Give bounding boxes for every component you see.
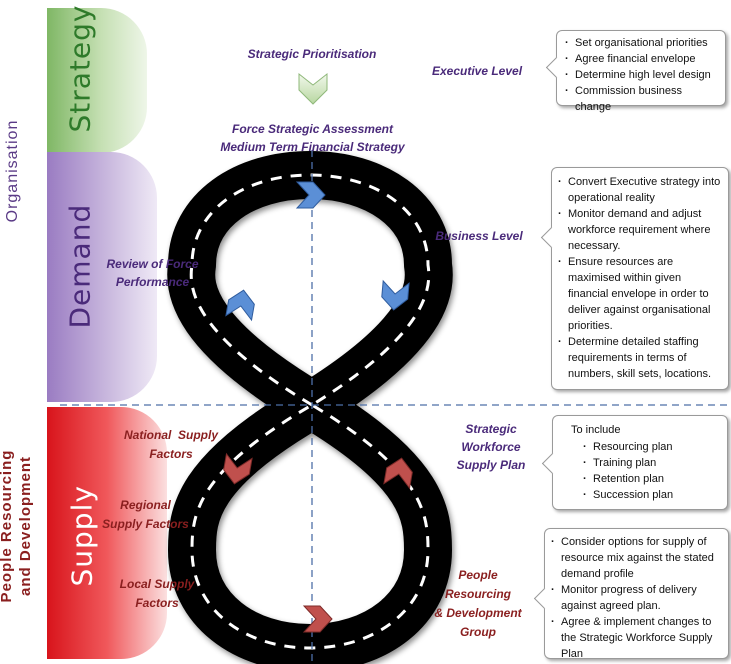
- business-item: Monitor demand and adjust workforce requ…: [554, 206, 724, 254]
- business-callout: Convert Executive strategy into operatio…: [540, 167, 729, 390]
- business-item: Determine detailed staffing requirements…: [554, 334, 724, 382]
- chevron-arrow-red-icon: [383, 457, 413, 490]
- workforce-item: Training plan: [579, 455, 723, 471]
- people-resourcing-group-label: People Resourcing & Development Group: [434, 568, 522, 639]
- chevron-arrow-red-icon: [223, 452, 253, 485]
- strategy-band: [47, 8, 147, 153]
- people-group-item: Monitor progress of delivery against agr…: [547, 582, 725, 614]
- chevron-arrow-blue-icon: [295, 181, 326, 209]
- regional-supply-factors-text: Regional Supply Factors: [102, 498, 189, 531]
- business-level-label: Business Level: [435, 229, 523, 243]
- executive-item: Set organisational priorities: [561, 35, 721, 51]
- workforce-item: Resourcing plan: [579, 439, 723, 455]
- local-supply-factors-text: Local Supply Factors: [119, 577, 195, 610]
- workforce-item: Succession plan: [579, 487, 723, 503]
- workforce-intro: To include: [571, 424, 621, 436]
- executive-level-label: Executive Level: [431, 64, 523, 78]
- people-group-callout: Consider options for supply of resource …: [533, 528, 729, 662]
- business-item: Convert Executive strategy into operatio…: [554, 174, 724, 206]
- executive-item: Agree financial envelope: [561, 51, 721, 67]
- workforce-supply-plan-label: Strategic Workforce Supply Plan: [456, 422, 526, 472]
- workforce-callout: To include Resourcing plan Training plan…: [541, 415, 728, 510]
- medium-term-financial-strategy-text: Medium Term Financial Strategy: [220, 140, 405, 154]
- force-strategic-assessment-text: Force Strategic Assessment: [232, 122, 393, 136]
- chevron-arrow-red-icon: [302, 605, 333, 633]
- chevron-arrow-blue-icon: [225, 289, 255, 322]
- executive-item: Determine high level design: [561, 67, 721, 83]
- workforce-item: Retention plan: [579, 471, 723, 487]
- strategic-prioritisation-text: Strategic Prioritisation: [247, 47, 377, 61]
- down-arrow-green-icon: [298, 72, 328, 105]
- people-group-item: Consider options for supply of resource …: [547, 534, 725, 582]
- people-group-item: Agree & implement changes to the Strateg…: [547, 614, 725, 662]
- demand-band: [47, 152, 157, 402]
- national-supply-factors-text: National Supply Factors: [123, 428, 218, 461]
- supply-band: [47, 407, 167, 659]
- executive-callout: Set organisational priorities Agree fina…: [545, 30, 726, 113]
- review-force-performance-text: Review of Force Performance: [106, 257, 199, 289]
- executive-item: Commission business change: [561, 83, 721, 115]
- business-item: Ensure resources are maximised within gi…: [554, 254, 724, 334]
- chevron-arrow-blue-icon: [381, 279, 410, 311]
